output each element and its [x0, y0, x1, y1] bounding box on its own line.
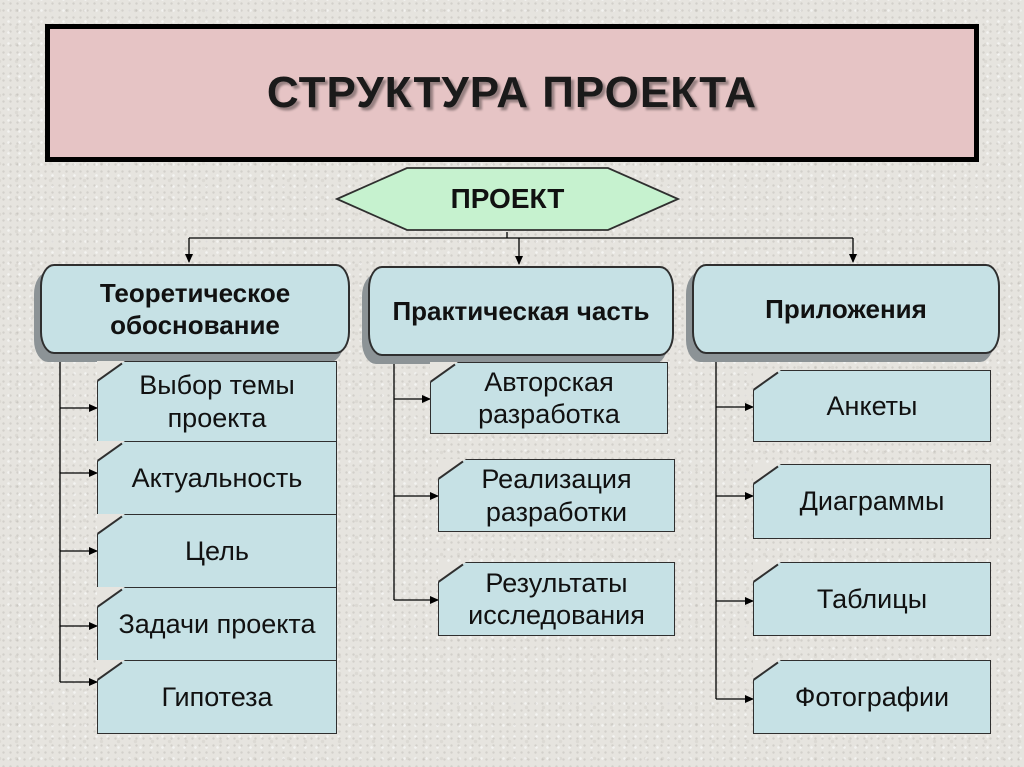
root-node: ПРОЕКТ [335, 166, 680, 232]
leaf-implementation: Реализация разработки [437, 458, 675, 532]
category-label: Практическая часть [392, 295, 650, 326]
leaf-label: Реализация разработки [481, 464, 632, 527]
leaf-label: Таблицы [816, 583, 928, 614]
title-box: СТРУКТУРА ПРОЕКТА [45, 24, 979, 162]
diagram-title: СТРУКТУРА ПРОЕКТА [266, 68, 758, 117]
leaf-label: Анкеты [826, 390, 918, 421]
leaf-questionnaires: Анкеты [752, 369, 991, 442]
category-appendices: Приложения [692, 264, 1000, 354]
category-label: Приложения [765, 293, 927, 324]
leaf-tasks: Задачи проекта [96, 586, 337, 661]
leaf-label: Фотографии [794, 681, 950, 712]
root-label: ПРОЕКТ [450, 183, 565, 214]
leaf-topic-choice: Выбор темы проекта [96, 360, 337, 442]
leaf-label: Гипотеза [161, 681, 273, 712]
leaf-research-results: Результаты исследования [437, 561, 675, 636]
leaf-diagrams: Диаграммы [752, 463, 991, 539]
category-theoretical: Теоретическое обоснование [40, 264, 350, 354]
root-hexagon-shape [335, 167, 680, 231]
leaf-author-development: Авторская разработка [429, 361, 668, 434]
leaf-hypothesis: Гипотеза [96, 659, 337, 734]
leaf-label: Авторская разработка [478, 366, 620, 429]
leaf-relevance: Актуальность [96, 440, 337, 515]
leaf-label: Выбор темы проекта [139, 370, 295, 433]
category-practical: Практическая часть [368, 266, 674, 356]
leaf-photos: Фотографии [752, 659, 991, 734]
leaf-goal: Цель [96, 513, 337, 588]
leaf-label: Цель [185, 535, 249, 566]
leaf-tables: Таблицы [752, 561, 991, 636]
leaf-label: Задачи проекта [118, 608, 316, 639]
category-label: Теоретическое обоснование [99, 277, 291, 341]
leaf-label: Результаты исследования [468, 567, 645, 630]
leaf-label: Диаграммы [799, 486, 945, 517]
leaf-label: Актуальность [131, 462, 303, 493]
